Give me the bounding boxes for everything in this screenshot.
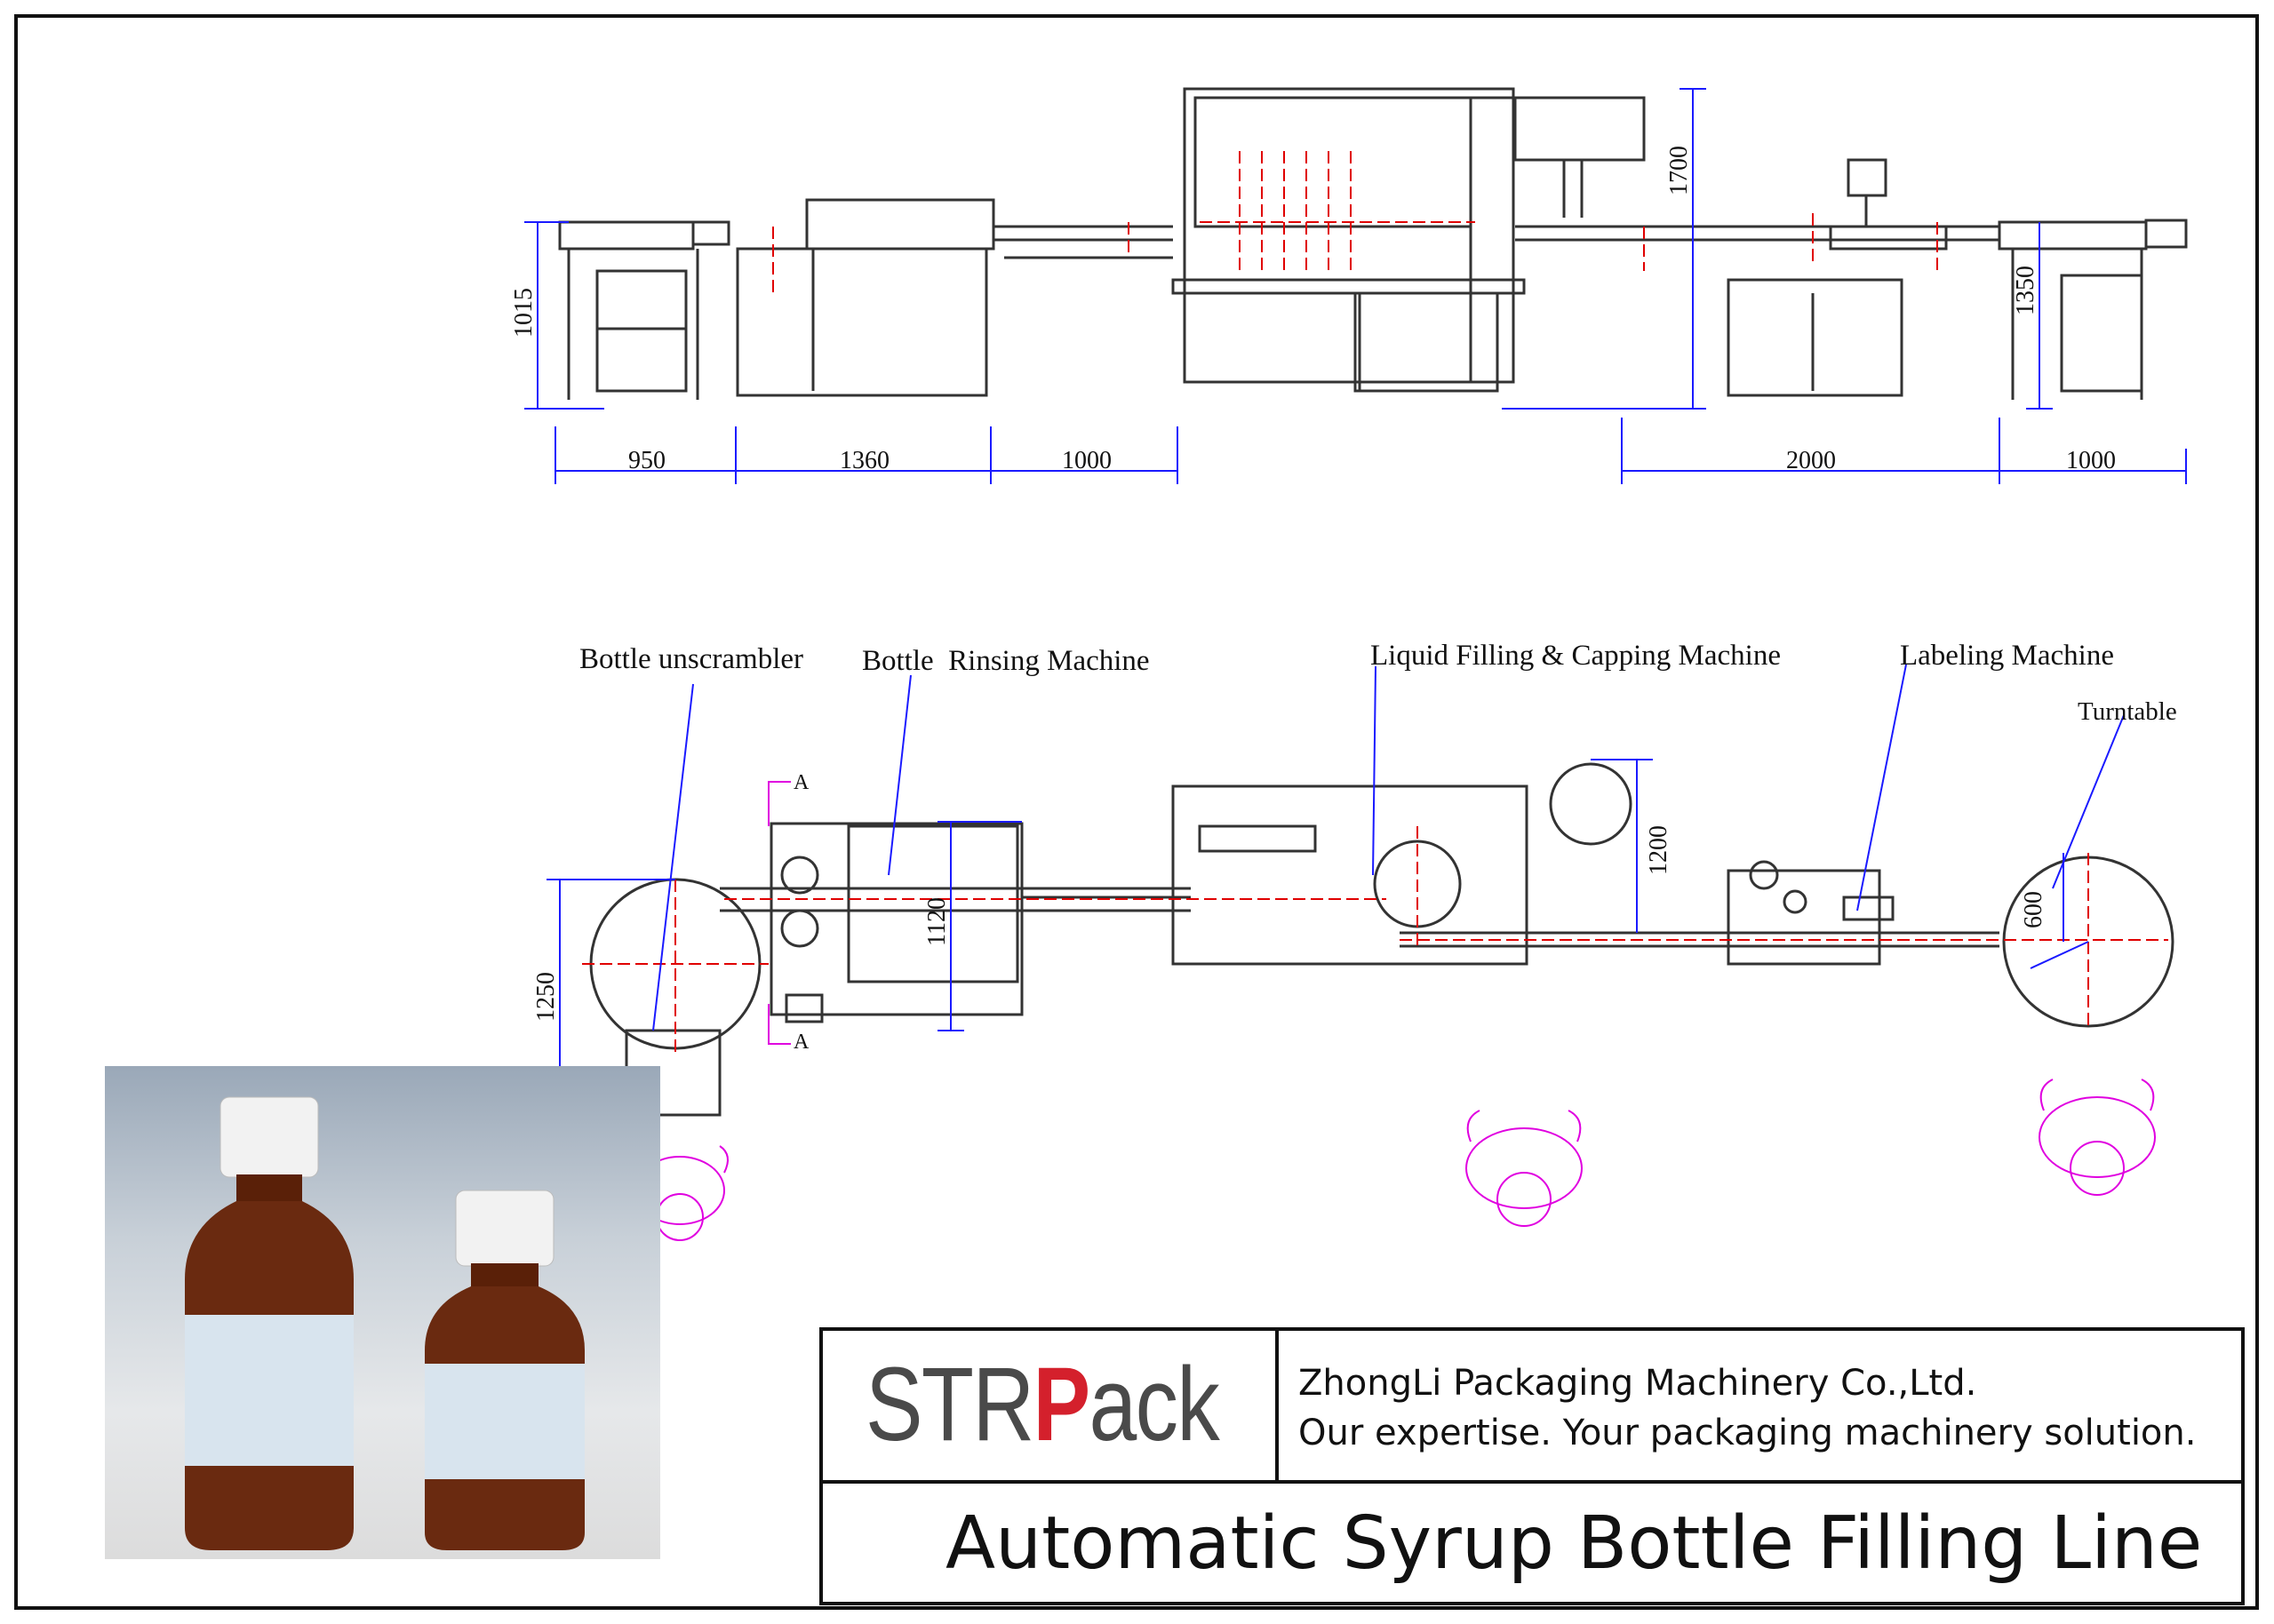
logo-prefix: STR <box>866 1346 1034 1463</box>
plan-view <box>589 762 2174 1117</box>
section-mark-bottom: A <box>794 1031 810 1054</box>
section-marks <box>768 781 791 1045</box>
label-bottle-rinsing-machine: Bottle Rinsing Machine <box>862 645 1150 677</box>
elevation-dimension-lines <box>524 88 2187 484</box>
company-info: ZhongLi Packaging Machinery Co.,Ltd. Our… <box>1279 1331 2241 1480</box>
logo-suffix: ack <box>1089 1346 1220 1463</box>
dim-1000-a: 1000 <box>1062 447 1112 474</box>
section-mark-top: A <box>794 771 810 794</box>
operator-icon-2 <box>1465 1110 1583 1227</box>
syrup-bottles-photo <box>105 1066 660 1559</box>
label-bottle-unscrambler: Bottle unscrambler <box>579 643 803 675</box>
drawing-title-cell: Automatic Syrup Bottle Filling Line <box>823 1480 2241 1602</box>
dim-1250: 1250 <box>532 972 560 1022</box>
elevation-view <box>558 87 2188 400</box>
syrup-bottles-illustration <box>185 1096 585 1550</box>
operator-icon-3 <box>2039 1079 2156 1196</box>
drawing-frame <box>14 14 2259 1610</box>
company-slogan: Our expertise. Your packaging machinery … <box>1298 1413 2197 1453</box>
dim-2000: 2000 <box>1786 447 1836 474</box>
dim-1000-b: 1000 <box>2066 447 2116 474</box>
plan-dimension-labels: 1250 1120 1200 600 <box>532 825 2047 1022</box>
dim-600: 600 <box>2020 891 2047 928</box>
operator-icons <box>631 1079 2156 1241</box>
logo-wordmark: STRPack <box>866 1346 1220 1463</box>
dim-1700: 1700 <box>1665 146 1693 195</box>
dim-1120: 1120 <box>923 897 951 946</box>
dim-1350: 1350 <box>2012 266 2039 315</box>
title-block: STRPack ZhongLi Packaging Machinery Co.,… <box>819 1327 2245 1605</box>
dim-1015: 1015 <box>510 288 538 338</box>
elevation-dimension-labels: 1015 1700 1350 950 1360 1000 2000 1000 <box>510 146 2116 474</box>
company-name: ZhongLi Packaging Machinery Co.,Ltd. <box>1298 1363 1977 1404</box>
dim-950: 950 <box>628 447 666 474</box>
logo-mark: P <box>1033 1346 1091 1463</box>
dim-1360: 1360 <box>840 447 890 474</box>
label-labeling-machine: Labeling Machine <box>1900 640 2114 672</box>
drawing-title: Automatic Syrup Bottle Filling Line <box>946 1501 2203 1586</box>
dim-1200: 1200 <box>1645 825 1672 875</box>
label-turntable: Turntable <box>2078 697 2177 726</box>
company-logo: STRPack <box>823 1331 1279 1480</box>
label-liquid-filling-capping-machine: Liquid Filling & Capping Machine <box>1370 640 1781 672</box>
elevation-centerlines <box>772 151 1938 293</box>
